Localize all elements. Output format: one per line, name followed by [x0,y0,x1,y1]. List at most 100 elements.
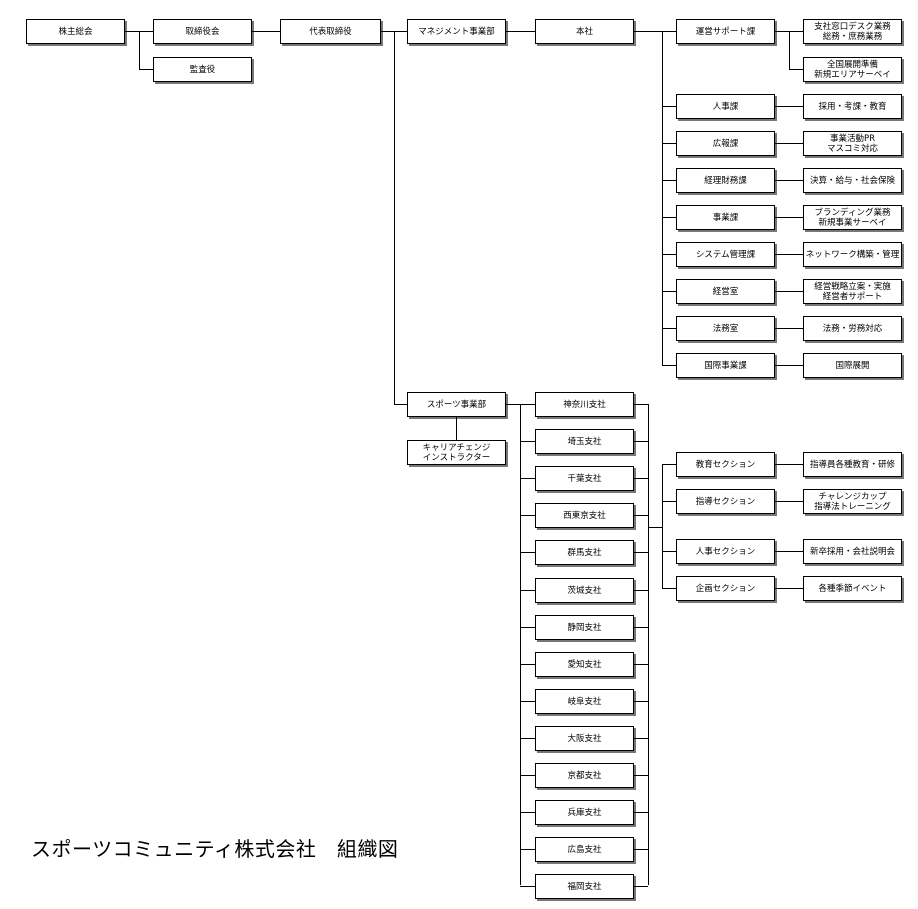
connector-line [775,501,803,502]
branch-node: 神奈川支社 [535,392,634,417]
connector-line [520,812,535,813]
connector-line [775,254,803,255]
branch-node: 群馬支社 [535,540,634,565]
connector-line [662,31,663,366]
connector-line [662,254,676,255]
node-auditor: 監査役 [153,57,252,82]
connector-line [634,812,648,813]
connector-line [456,417,457,440]
connector-line [662,143,676,144]
connector-line [662,328,676,329]
connector-line [775,588,803,589]
task-business: ブランディング業務 新規事業サーベイ [803,205,902,230]
connector-line [662,31,676,32]
connector-line [394,31,395,404]
task-ops-support-desk: 支社窓口デスク業務 総務・庶務業務 [803,19,902,44]
connector-line [662,180,676,181]
connector-line [634,552,648,553]
node-career-change-instructor: キャリアチェンジ インストラクター [407,440,506,465]
node-system: システム管理課 [676,242,775,267]
node-head-office: 本社 [535,19,634,44]
connector-line [634,664,648,665]
connector-line [634,849,648,850]
connector-line [634,701,648,702]
node-ops-support: 運営サポート課 [676,19,775,44]
section-edu-sec: 教育セクション [676,452,775,477]
node-sports-division: スポーツ事業部 [407,392,506,417]
branch-node: 静岡支社 [535,615,634,640]
connector-line [662,365,676,366]
section-plan-sec: 企画セクション [676,576,775,601]
branch-node: 福岡支社 [535,874,634,899]
connector-line [520,886,535,887]
branch-node: 大阪支社 [535,726,634,751]
branch-node: 京都支社 [535,763,634,788]
node-hr: 人事課 [676,94,775,119]
branch-node: 愛知支社 [535,652,634,677]
connector-line [520,552,535,553]
section-coach-sec: 指導セクション [676,489,775,514]
task-hr: 採用・考課・教育 [803,94,902,119]
task-coach-sec: チャレンジカップ 指導法トレーニング [803,489,902,514]
task-pr: 事業活動PR マスコミ対応 [803,131,902,156]
connector-line [506,31,535,32]
node-ceo: 代表取締役 [280,19,381,44]
node-intl: 国際事業課 [676,353,775,378]
connector-line [662,464,663,589]
connector-line [775,143,803,144]
connector-line [520,478,535,479]
node-mgmt-office: 経営室 [676,279,775,304]
connector-line [520,441,535,442]
connector-line [520,404,521,885]
connector-line [662,551,676,552]
node-finance: 経理財務課 [676,168,775,193]
connector-line [634,627,648,628]
connector-line [634,886,648,887]
node-legal: 法務室 [676,316,775,341]
connector-line [648,527,662,528]
connector-line [634,478,648,479]
connector-line [775,291,803,292]
connector-line [775,180,803,181]
connector-line [775,464,803,465]
connector-line [634,590,648,591]
connector-line [789,69,803,70]
branch-node: 西東京支社 [535,503,634,528]
task-finance: 決算・給与・社会保険 [803,168,902,193]
connector-line [775,328,803,329]
connector-line [634,515,648,516]
connector-line [662,464,676,465]
task-mgmt-office: 経営戦略立案・実施 経営者サポート [803,279,902,304]
connector-line [775,217,803,218]
task-edu-sec: 指導員各種教育・研修 [803,452,902,477]
connector-line [520,627,535,628]
connector-line [789,31,790,69]
node-shareholders: 株主総会 [26,19,125,44]
connector-line [252,31,280,32]
branch-node: 茨城支社 [535,578,634,603]
connector-line [520,775,535,776]
connector-line [634,441,648,442]
branch-node: 埼玉支社 [535,429,634,454]
connector-line [520,664,535,665]
connector-line [775,551,803,552]
connector-line [394,404,407,405]
connector-line [634,404,648,405]
connector-line [662,291,676,292]
node-management-division: マネジメント事業部 [407,19,506,44]
connector-line [139,31,140,69]
branch-node: 岐阜支社 [535,689,634,714]
connector-line [662,588,676,589]
connector-line [520,849,535,850]
task-intl: 国際展開 [803,353,902,378]
connector-line [775,106,803,107]
connector-line [662,217,676,218]
connector-line [520,590,535,591]
connector-line [775,365,803,366]
branch-node: 兵庫支社 [535,800,634,825]
connector-line [520,404,535,405]
node-pr: 広報課 [676,131,775,156]
connector-line [520,738,535,739]
connector-line [634,738,648,739]
